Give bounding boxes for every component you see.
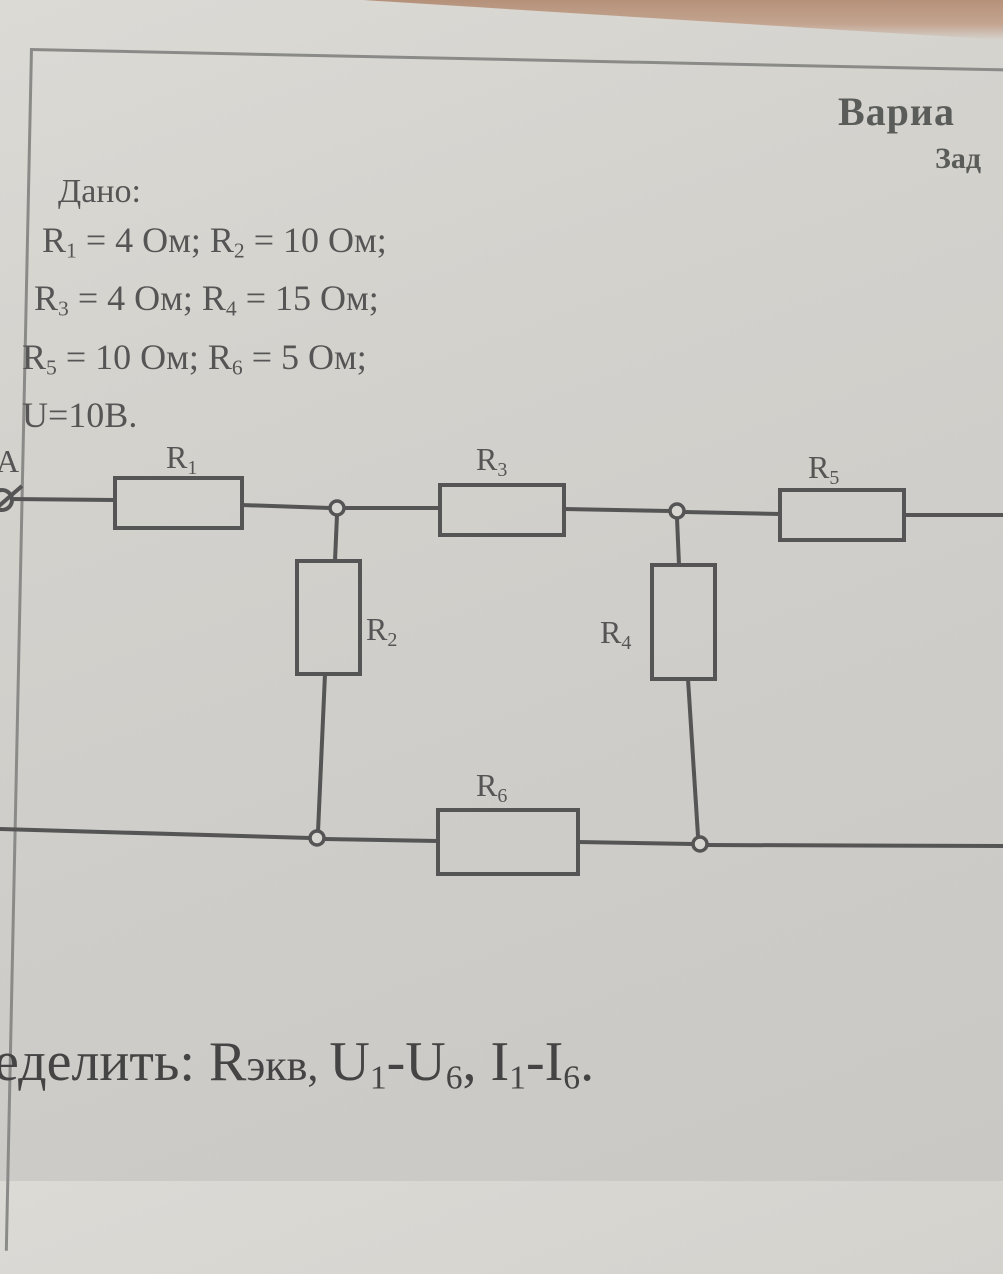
terminal-label: A <box>0 443 19 479</box>
label-r3: R3 <box>476 441 507 481</box>
junction-node-2 <box>668 502 686 520</box>
resistor-r5 <box>778 488 906 542</box>
junction-node-1 <box>328 499 346 517</box>
resistor-r3 <box>438 483 566 537</box>
circuit-diagram: A R1 R2 R3 R4 R5 R6 <box>0 439 1003 876</box>
subscript: 1 <box>66 238 77 263</box>
wire-node2-r5 <box>683 510 781 516</box>
symbol-r2: R <box>209 220 234 260</box>
label-r6: R6 <box>476 767 507 807</box>
wire-node3-r6 <box>323 837 439 843</box>
junction-node-3 <box>308 829 326 847</box>
given-line-r1-r2: R1 = 4 Ом; R2 = 10 Ом; <box>22 216 387 274</box>
variant-heading: Вариа <box>838 89 955 134</box>
dash: - <box>386 1031 406 1093</box>
wire-r3-node2 <box>563 507 671 513</box>
symbol-r3: R <box>34 278 59 319</box>
subscript: 2 <box>233 238 245 263</box>
wire-r6-node4 <box>577 840 694 846</box>
resistor-r4 <box>650 563 717 681</box>
junction-node-4 <box>691 835 709 853</box>
given-line-r3-r4: R3 = 4 Ом; R4 = 15 Ом; <box>22 274 387 332</box>
req-suffix: экв, <box>246 1041 330 1090</box>
terminal-slash <box>0 484 24 508</box>
label-r2: R2 <box>366 611 397 651</box>
subscript: 5 <box>46 355 57 380</box>
wire-r1-node1 <box>241 503 331 510</box>
value-r6: = 5 Ом; <box>242 336 367 377</box>
task-heading: Зад <box>935 142 982 175</box>
subscript: 1 <box>509 1059 526 1097</box>
wire-bottom-right <box>706 843 1003 848</box>
given-line-r5-r6: R5 = 10 Ом; R6 = 5 Ом; <box>22 333 387 391</box>
wire-node1-r2 <box>333 514 339 562</box>
terminal-a-icon <box>0 488 14 512</box>
value-r4: = 15 Ом; <box>236 278 379 319</box>
label-r1: R1 <box>166 439 197 479</box>
separator: , <box>462 1031 491 1093</box>
period: . <box>580 1031 595 1093</box>
wire-bottom-left <box>0 827 311 840</box>
subscript: 6 <box>231 355 243 380</box>
wire-r4-node4 <box>686 678 700 837</box>
symbol-r6: R <box>207 336 232 377</box>
req-symbol: R <box>208 1031 247 1093</box>
resistor-r2 <box>295 559 362 676</box>
resistor-r1 <box>113 476 244 530</box>
subscript: 3 <box>58 296 69 321</box>
i-symbol: I <box>490 1031 510 1093</box>
value-r5: = 10 Ом; <box>56 336 208 377</box>
label-r5: R5 <box>808 449 839 489</box>
value-r2: = 10 Ом; <box>244 220 387 260</box>
subscript: 6 <box>563 1059 581 1097</box>
wire-terminal-r1 <box>9 497 116 502</box>
given-title: Дано: <box>58 173 141 210</box>
symbol-r5: R <box>22 336 47 377</box>
find-statement: еделить: Rэкв, U1-U6, I1-I6. <box>0 1030 594 1097</box>
value-r1: = 4 Ом; <box>76 220 210 260</box>
dash: - <box>525 1031 545 1093</box>
symbol-r4: R <box>201 278 226 319</box>
u-symbol: U <box>405 1031 446 1093</box>
label-r4: R4 <box>600 614 631 654</box>
wire-node2-r4 <box>675 517 681 566</box>
subscript: 6 <box>445 1059 463 1097</box>
u-symbol: U <box>329 1031 370 1093</box>
given-block: Дано: R1 = 4 Ом; R2 = 10 Ом; R3 = 4 Ом; … <box>22 168 387 439</box>
subscript: 4 <box>225 296 237 321</box>
find-prefix: еделить: <box>0 1031 209 1093</box>
symbol-r1: R <box>42 220 67 260</box>
wire-r2-node3 <box>316 673 327 833</box>
value-r3: = 4 Ом; <box>68 278 202 319</box>
subscript: 1 <box>369 1059 387 1097</box>
resistor-r6 <box>436 808 580 876</box>
i-symbol: I <box>544 1031 564 1093</box>
given-voltage: U=10B. <box>22 395 138 436</box>
